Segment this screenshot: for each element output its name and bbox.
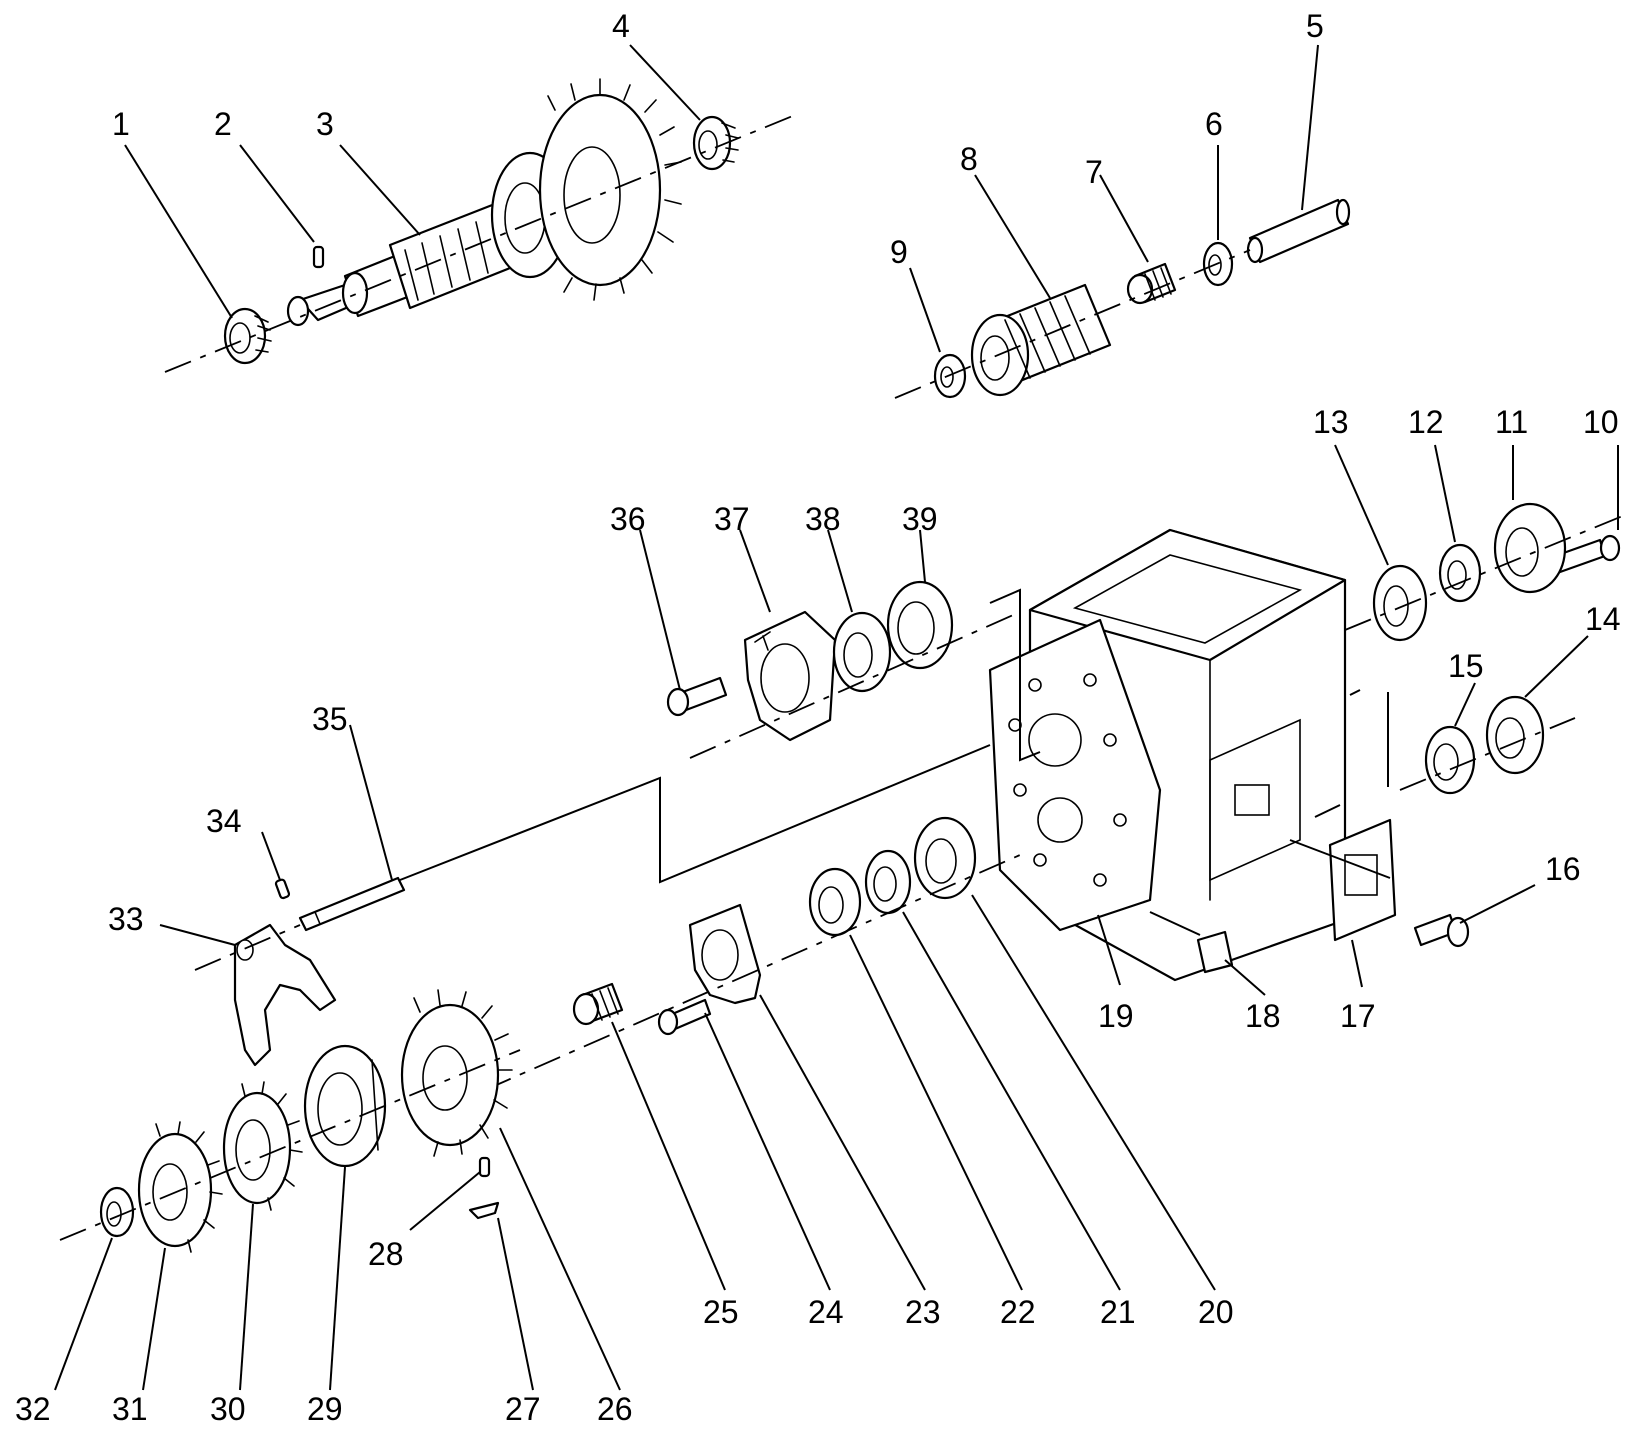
- callout-18: 18: [1245, 998, 1281, 1034]
- callout-24: 24: [808, 1294, 844, 1330]
- part-29-synchronizer-sleeve: [303, 1044, 387, 1168]
- callout-14: 14: [1585, 601, 1621, 637]
- part-13-bearing-race: [1372, 564, 1428, 642]
- callout-17: 17: [1340, 998, 1376, 1034]
- callout-35: 35: [312, 701, 348, 737]
- callout-21: 21: [1100, 1294, 1136, 1330]
- front-axis-line: [689, 611, 1021, 759]
- part-27-key: [468, 1201, 500, 1220]
- shift-rail-axis-line: [194, 924, 301, 971]
- callout-39: 39: [902, 501, 938, 537]
- callout-11: 11: [1495, 404, 1528, 440]
- front-mainshaft-axis-line: [484, 854, 1021, 1091]
- callout-16: 16: [1545, 851, 1581, 887]
- part-30-gear: [222, 1081, 303, 1211]
- part-39-bearing: [886, 580, 954, 670]
- callout-27: 27: [505, 1391, 541, 1427]
- part-25-needle-bearing: [572, 982, 624, 1026]
- callout-9: 9: [890, 234, 908, 270]
- callout-37: 37: [714, 501, 750, 537]
- front-reference-line: [989, 588, 1041, 762]
- callout-20: 20: [1198, 1294, 1234, 1330]
- part-15-snap-ring: [1424, 725, 1476, 795]
- part-14-bearing: [1485, 695, 1545, 775]
- callout-26: 26: [597, 1391, 633, 1427]
- part-24-bolt: [657, 998, 712, 1036]
- part-11-retainer: [1493, 502, 1567, 594]
- callout-4: 4: [612, 8, 630, 44]
- part-18-gasket: [1196, 930, 1234, 974]
- rear-axis-line: [1344, 514, 1626, 631]
- part-26-gear: [400, 989, 513, 1157]
- callout-34: 34: [206, 803, 242, 839]
- callout-32: 32: [15, 1391, 51, 1427]
- callout-10: 10: [1583, 404, 1619, 440]
- callout-8: 8: [960, 141, 978, 177]
- callout-19: 19: [1098, 998, 1134, 1034]
- part-31-gear: [137, 1121, 223, 1253]
- part-2-pin: [312, 245, 325, 269]
- callout-7: 7: [1085, 154, 1103, 190]
- callout-labels: 1 2 3 4 5 6 7 8 9 10 11 12 13 14 15 16 1…: [15, 8, 1621, 1427]
- callout-22: 22: [1000, 1294, 1036, 1330]
- callout-38: 38: [805, 501, 841, 537]
- part-22-race: [808, 867, 862, 937]
- callout-31: 31: [112, 1391, 148, 1427]
- rear-step-reference-line: [1349, 689, 1389, 787]
- part-7-needle-bearing: [1126, 262, 1177, 305]
- part-28-pin: [478, 1156, 491, 1178]
- callout-1: 1: [112, 106, 130, 142]
- callout-12: 12: [1408, 404, 1444, 440]
- callout-6: 6: [1205, 106, 1223, 142]
- part-23-retainer-plate: [688, 903, 762, 1005]
- part-38-seal: [832, 611, 892, 693]
- part-33-shift-fork: [233, 923, 337, 1067]
- lower-rear-axis-line: [1399, 717, 1576, 791]
- idler-axis-line: [894, 249, 1251, 399]
- part-37-retainer-plate: [743, 610, 837, 742]
- part-35-shift-rail: [298, 876, 406, 932]
- part-4-bearing: [692, 115, 739, 171]
- part-5-idler-shaft: [1246, 198, 1351, 264]
- callout-5: 5: [1306, 8, 1324, 44]
- part-12-seal: [1438, 543, 1482, 603]
- callout-23: 23: [905, 1294, 941, 1330]
- part-21-snap-ring: [864, 849, 912, 915]
- callout-13: 13: [1313, 404, 1349, 440]
- part-1-bearing: [223, 307, 272, 365]
- part-34-pin: [274, 878, 291, 900]
- callout-25: 25: [703, 1294, 739, 1330]
- callout-28: 28: [368, 1236, 404, 1272]
- part-10-bolt: [1553, 534, 1621, 574]
- callout-29: 29: [307, 1391, 343, 1427]
- callout-15: 15: [1448, 648, 1484, 684]
- callout-36: 36: [610, 501, 646, 537]
- callout-30: 30: [210, 1391, 246, 1427]
- part-16-bolt: [1413, 913, 1470, 948]
- leader-lines: [54, 44, 1619, 1391]
- callout-33: 33: [108, 901, 144, 937]
- case-reference-line: [1149, 804, 1391, 936]
- countershaft-axis-line: [164, 112, 801, 373]
- part-20-bearing: [913, 816, 977, 900]
- part-19-transmission-case: [988, 528, 1347, 982]
- callout-2: 2: [214, 106, 232, 142]
- part-8-idler-gear: [970, 283, 1112, 397]
- callout-3: 3: [316, 106, 334, 142]
- shift-rail-reference-line: [399, 744, 991, 884]
- part-3-countershaft-gear: [286, 78, 682, 327]
- part-36-bolt: [666, 676, 728, 717]
- part-17-cover-plate: [1328, 818, 1397, 942]
